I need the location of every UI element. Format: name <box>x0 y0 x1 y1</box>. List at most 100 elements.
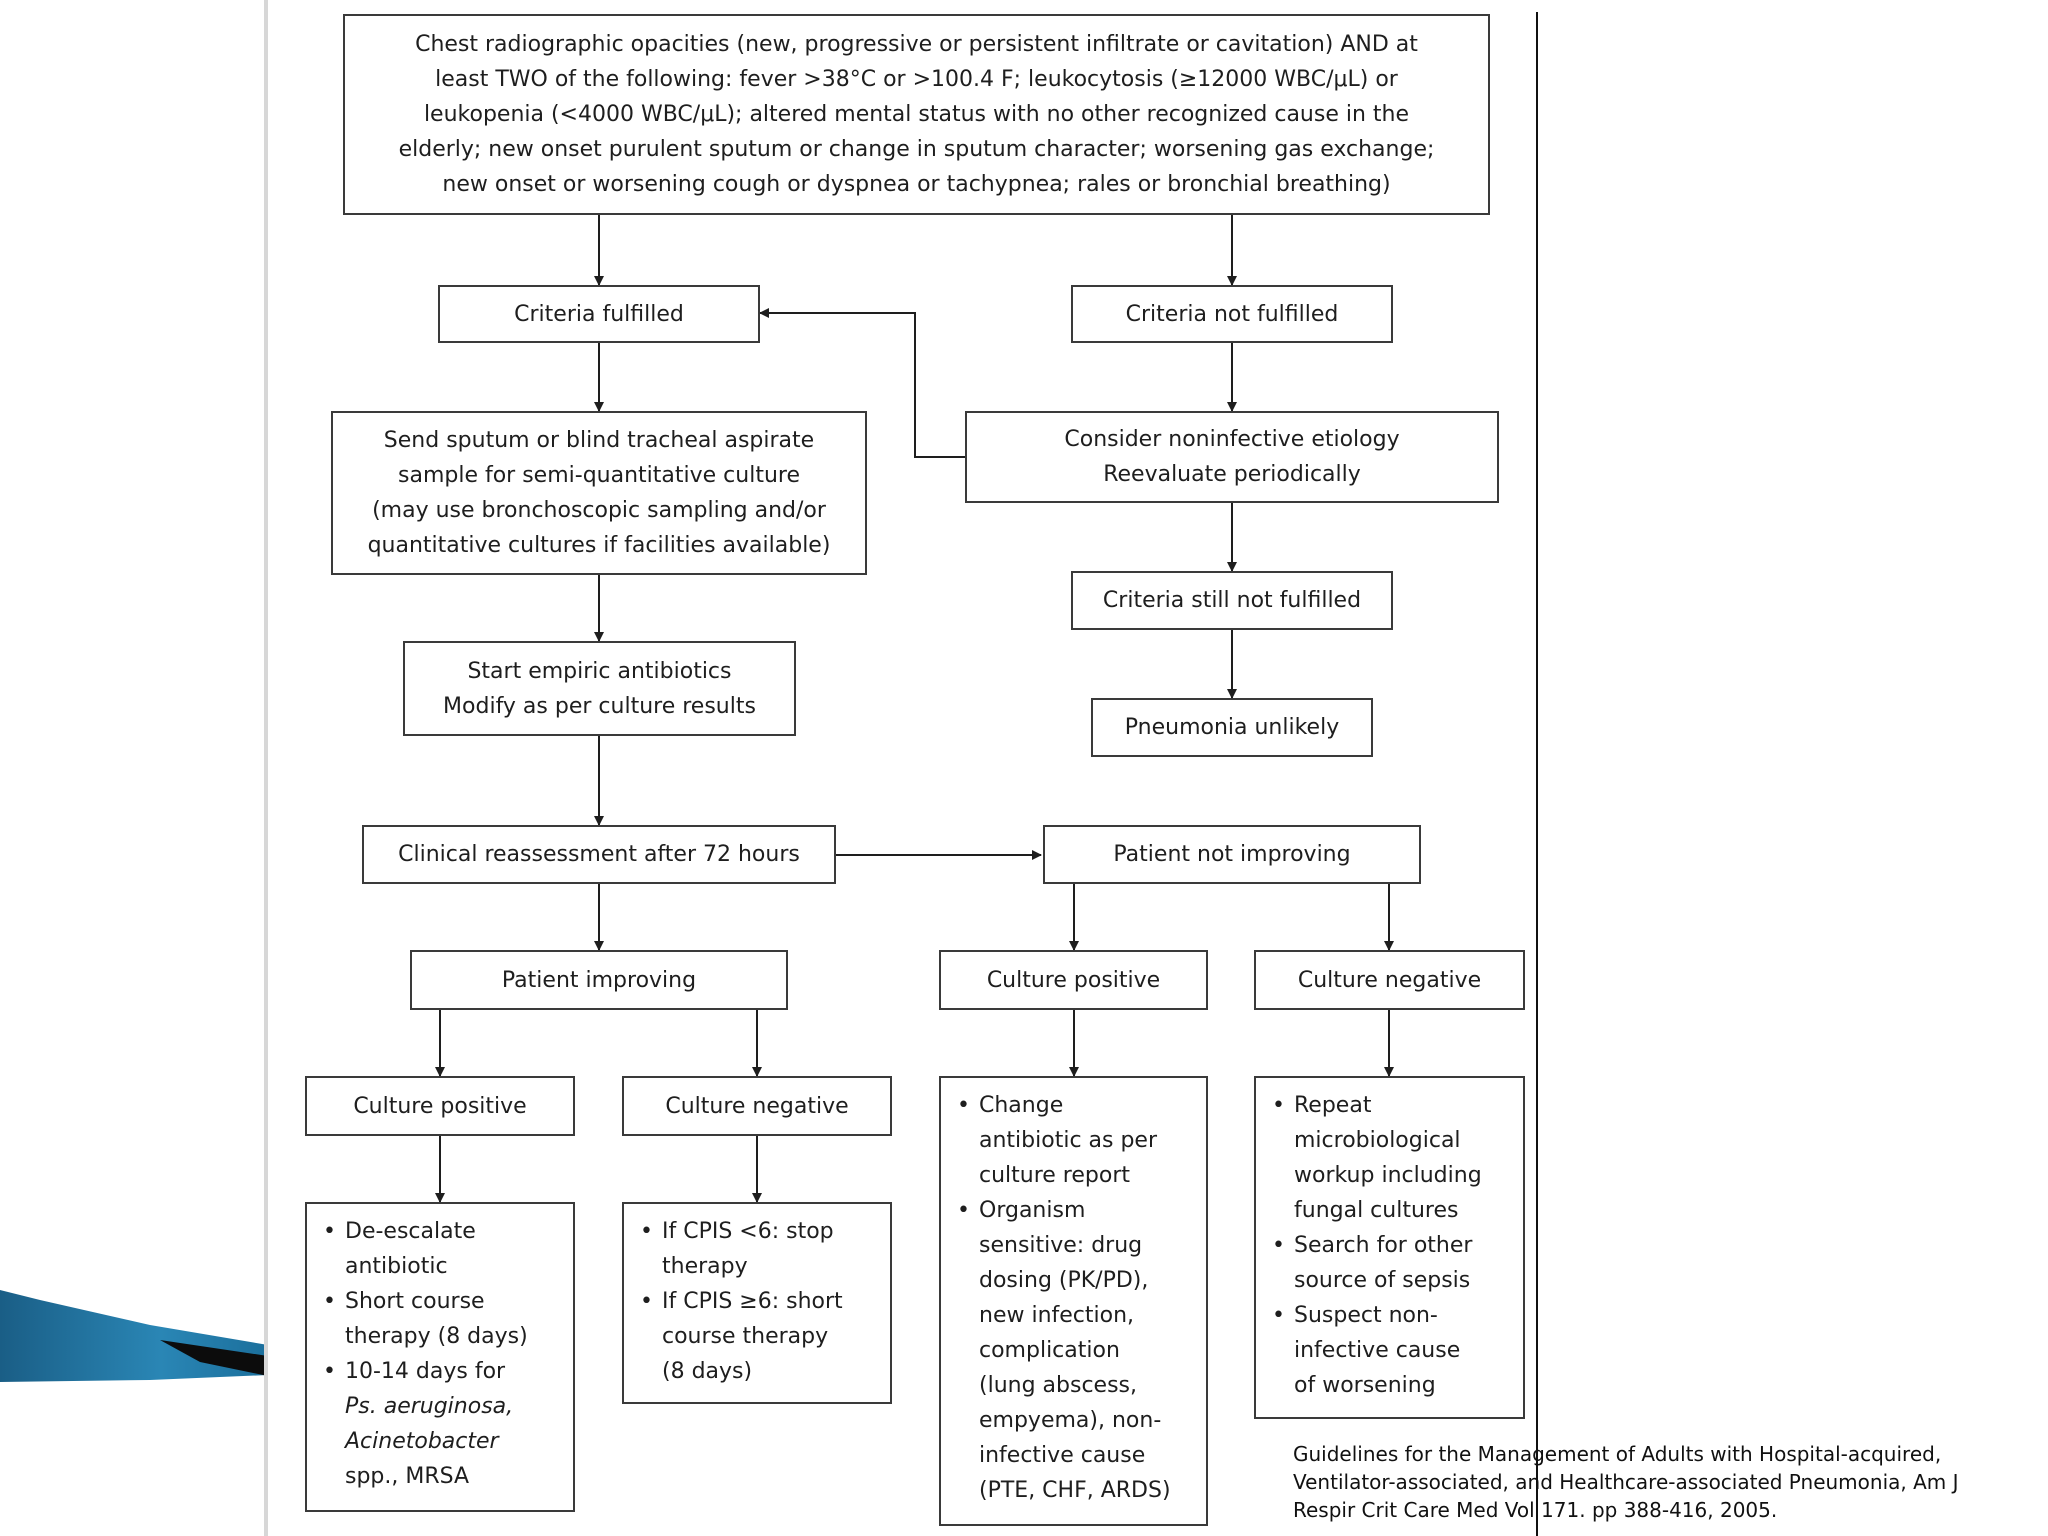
box-text: Culture positive <box>353 1089 526 1124</box>
action-list-item-line: De-escalate <box>345 1219 476 1244</box>
criteria-not-fulfilled-box: Criteria not fulfilled <box>1071 285 1393 343</box>
action-list-item-line: Ps. aeruginosa, <box>345 1394 514 1419</box>
box-text: Send sputum or blind tracheal aspirate sa… <box>368 423 831 563</box>
action-list-item-line: microbiological <box>1294 1128 1461 1153</box>
action-list-item-line: dosing (PK/PD), <box>979 1268 1149 1293</box>
action-list-item-line: workup including <box>1294 1163 1482 1188</box>
action-list-item-line: culture report <box>979 1163 1131 1188</box>
box-text: Culture negative <box>665 1089 848 1124</box>
action-list-item-line: (lung abscess, <box>979 1373 1137 1398</box>
action-list: If CPIS <6: stop therapy If CPIS ≥6: short… <box>636 1214 843 1389</box>
box-text: Patient improving <box>502 963 696 998</box>
box-text-line: Clinical reassessment after 72 hours <box>398 842 800 867</box>
criteria-still-not-fulfilled-box: Criteria still not fulfilled <box>1071 571 1393 630</box>
box-text-line: Patient improving <box>501 967 697 993</box>
action-list-item-line: course therapy <box>662 1324 829 1349</box>
action-list-item: Repeat microbiological workup including fun… <box>1268 1088 1482 1228</box>
box-text-line: leukopenia (<4000 WBC/μL); altered menta… <box>423 102 1410 127</box>
action-list-item-line: Acinetobacter <box>345 1429 499 1454</box>
figure-left-edge <box>264 0 268 1536</box>
box-text: Pneumonia unlikely <box>1125 710 1339 745</box>
box-text-line: Criteria not fulfilled <box>1125 301 1339 327</box>
patient-not-improving-box: Patient not improving <box>1043 825 1421 884</box>
not-improving-culture-positive-actions: Change antibiotic as per culture reportOrg… <box>939 1076 1208 1526</box>
action-list-item-line: infective cause <box>979 1443 1146 1468</box>
action-list-item-line: Short course <box>345 1289 485 1314</box>
box-text: Criteria fulfilled <box>514 297 684 332</box>
box-text-line: least TWO of the following: fever >38°C … <box>435 67 1398 92</box>
action-list-item-line: sensitive: drug <box>979 1233 1143 1258</box>
action-list-item: Suspect non-infective cause of worsening <box>1268 1298 1482 1403</box>
slide-accent-wedge-shadow <box>160 1340 268 1376</box>
box-text-line: Send sputum or blind tracheal aspirate <box>383 428 815 453</box>
action-list-item-line: Organism <box>979 1198 1086 1223</box>
citation-line: Respir Crit Care Med Vol 171. pp 388-416… <box>1293 1498 1778 1522</box>
action-list-item-line: complication <box>979 1338 1120 1363</box>
action-list-item-line: fungal cultures <box>1294 1198 1459 1223</box>
improving-culture-negative-actions: If CPIS <6: stop therapy If CPIS ≥6: short… <box>622 1202 892 1404</box>
not-improving-culture-positive-box: Culture positive <box>939 950 1208 1010</box>
criteria-fulfilled-box: Criteria fulfilled <box>438 285 760 343</box>
citation-line: Ventilator-associated, and Healthcare-as… <box>1293 1470 1959 1494</box>
box-text-line: Patient not improving <box>1113 842 1351 867</box>
box-text: Criteria still not fulfilled <box>1103 583 1361 618</box>
box-text-line: Reevaluate periodically <box>1103 462 1361 487</box>
box-text-line: Criteria still not fulfilled <box>1102 588 1362 613</box>
box-text: Chest radiographic opacities (new, progr… <box>399 27 1435 202</box>
patient-improving-box: Patient improving <box>410 950 788 1010</box>
improving-culture-positive-actions: De-escalate antibioticShort course therapy… <box>305 1202 575 1512</box>
action-list-item-line: (8 days) <box>662 1359 753 1384</box>
action-list-item-line: If CPIS <6: stop <box>662 1219 834 1244</box>
improving-culture-negative-box: Culture negative <box>622 1076 892 1136</box>
box-text-line: Pneumonia unlikely <box>1124 715 1340 740</box>
box-text: Criteria not fulfilled <box>1126 297 1339 332</box>
action-list-item-line: Suspect non- <box>1294 1303 1438 1328</box>
action-list-item: Change antibiotic as per culture report <box>953 1088 1171 1193</box>
box-text-line: quantitative cultures if facilities avai… <box>367 533 831 558</box>
box-text: Culture positive <box>987 963 1160 998</box>
action-list-item-line: infective cause <box>1294 1338 1461 1363</box>
action-list-item-line: If CPIS ≥6: short <box>662 1289 843 1314</box>
action-list-item-line: source of sepsis <box>1294 1268 1471 1293</box>
action-list-item-line: antibiotic as per <box>979 1128 1158 1153</box>
not-improving-culture-negative-box: Culture negative <box>1254 950 1525 1010</box>
action-list: De-escalate antibioticShort course therapy… <box>319 1214 528 1494</box>
box-text-line: Modify as per culture results <box>443 693 756 719</box>
box-text: Patient not improving <box>1113 837 1350 872</box>
action-list-item-line: therapy (8 days) <box>345 1324 528 1349</box>
action-list-item-line: antibiotic <box>345 1254 448 1279</box>
action-list-item-line: 10-14 days for <box>345 1359 506 1384</box>
citation-line: Guidelines for the Management of Adults … <box>1293 1442 1942 1466</box>
action-list-item-line: spp., MRSA <box>345 1464 470 1489</box>
action-list-item-line: (PTE, CHF, ARDS) <box>979 1478 1171 1503</box>
action-list-item-line: Change <box>979 1093 1064 1118</box>
box-text: Culture negative <box>1298 963 1481 998</box>
box-text-line: Criteria fulfilled <box>514 301 684 327</box>
action-list-item-line: of worsening <box>1294 1373 1436 1398</box>
not-improving-culture-negative-actions: Repeat microbiological workup including fun… <box>1254 1076 1525 1419</box>
box-text-line: elderly; new onset purulent sputum or ch… <box>398 137 1435 162</box>
box-text-line: (may use bronchoscopic sampling and/or <box>372 498 826 523</box>
box-text-line: sample for semi-quantitative culture <box>398 463 800 488</box>
pneumonia-unlikely-box: Pneumonia unlikely <box>1091 698 1373 757</box>
box-text-line: Culture positive <box>986 967 1161 993</box>
action-list-item-line: Search for other <box>1294 1233 1473 1258</box>
send-sputum-box: Send sputum or blind tracheal aspirate sa… <box>331 411 867 575</box>
action-list-item: Short course therapy (8 days) <box>319 1284 528 1354</box>
action-list-item: De-escalate antibiotic <box>319 1214 528 1284</box>
box-text-line: Consider noninfective etiology <box>1064 427 1400 452</box>
box-text-line: Culture negative <box>665 1093 849 1119</box>
action-list-item: If CPIS ≥6: short course therapy (8 days) <box>636 1284 843 1389</box>
action-list-item-line: Repeat <box>1294 1093 1372 1118</box>
action-list-item: If CPIS <6: stop therapy <box>636 1214 843 1284</box>
action-list-item-line: therapy <box>662 1254 748 1279</box>
criteria-definition-box: Chest radiographic opacities (new, progr… <box>343 14 1490 215</box>
action-list: Change antibiotic as per culture reportOrg… <box>953 1088 1171 1508</box>
box-text-line: Chest radiographic opacities (new, progr… <box>415 32 1418 57</box>
